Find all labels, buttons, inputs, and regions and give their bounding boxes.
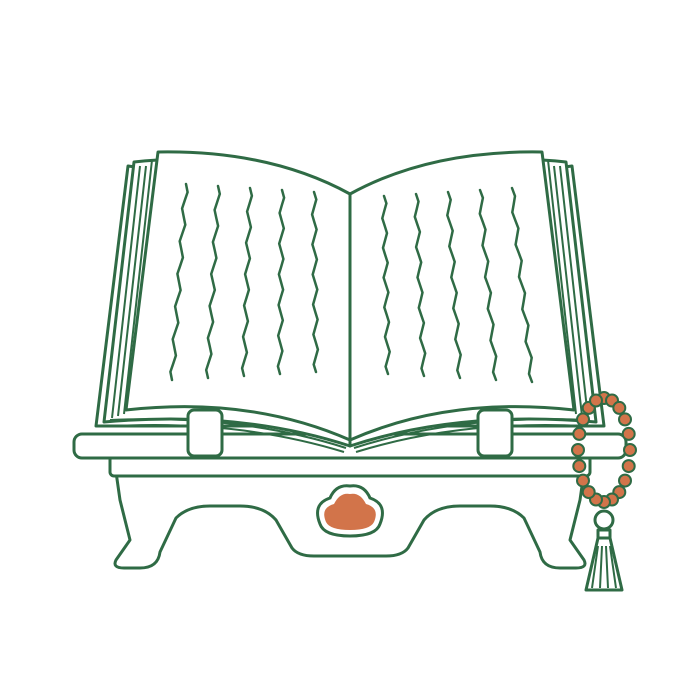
prayer-bead [623, 443, 637, 457]
right-page-text-line [446, 190, 462, 380]
tassel-strands [591, 545, 617, 589]
prayer-bead [571, 443, 585, 457]
right-page-text-line [413, 192, 427, 378]
page-bottom-curls [109, 418, 591, 453]
left-page-text-line [276, 188, 286, 376]
prayer-bead [618, 412, 632, 427]
right-page-holder [476, 408, 514, 458]
prayer-bead [621, 426, 636, 441]
page-holders [186, 408, 514, 458]
page-text-lines [169, 182, 534, 384]
left-page-text-line [240, 186, 254, 378]
left-page-text-line [310, 190, 320, 374]
prayer-bead [612, 400, 627, 415]
cloud-emblem-fill [324, 493, 376, 530]
prayer-bead [589, 393, 603, 408]
left-page-text-line [169, 182, 189, 382]
left-page-holder [186, 408, 224, 458]
open-book [102, 150, 598, 453]
prayer-bead [576, 412, 590, 427]
prayer-bead [581, 485, 596, 500]
prayer-beads-tassel [584, 509, 624, 592]
prayer-bead [621, 459, 636, 474]
cloud-emblem [316, 484, 384, 538]
right-page-edge-lines [547, 159, 589, 419]
right-page-text-line [380, 194, 392, 376]
prayer-bead [618, 473, 632, 488]
prayer-bead [576, 473, 590, 488]
right-page-text-line [510, 186, 534, 384]
tassel-bead [593, 509, 615, 531]
right-page-text-line [478, 188, 498, 382]
prayer-bead [572, 426, 587, 441]
prayer-bead [572, 459, 587, 474]
left-page-text-line [204, 184, 222, 380]
prayer-beads [571, 391, 637, 509]
tassel-fringe [584, 536, 624, 592]
left-page-edge-lines [111, 159, 153, 419]
